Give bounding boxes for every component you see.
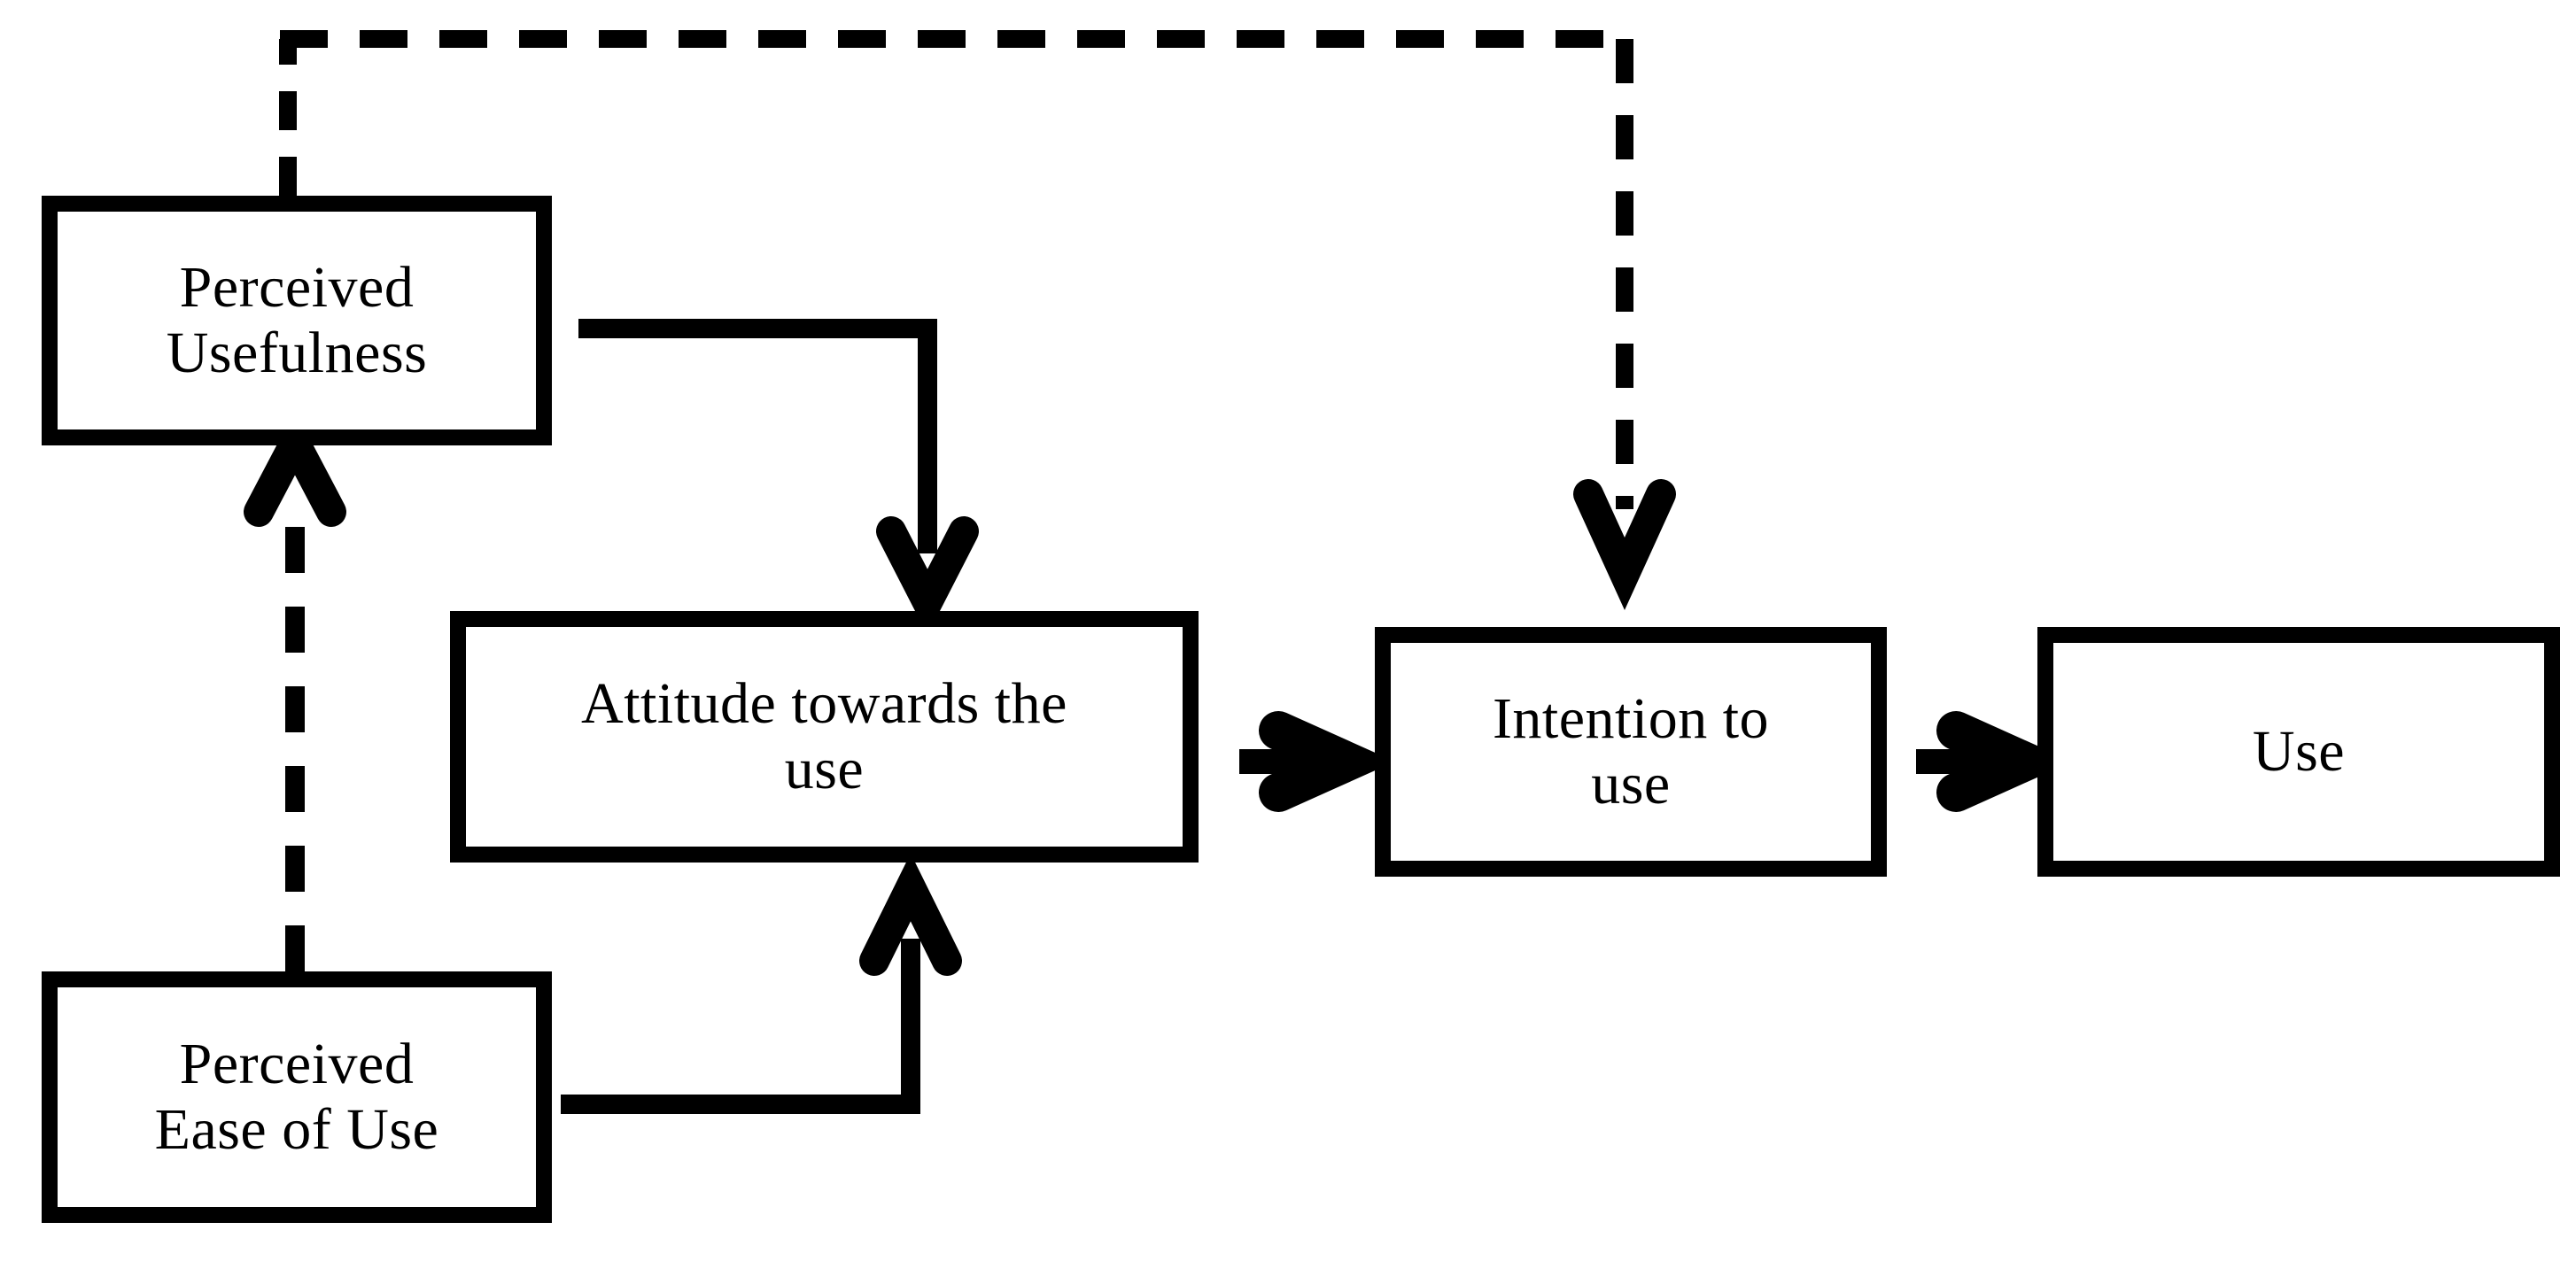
node-use[interactable]: Use: [2037, 627, 2560, 877]
arrowhead-down-dashed: [1573, 479, 1676, 611]
arrowhead-down-solid: [876, 516, 979, 636]
connector-attitude-to-intention: [1239, 711, 1395, 812]
node-attitude-towards-the-use[interactable]: Attitude towards the use: [450, 611, 1199, 863]
connector-pu-to-attitude: [578, 319, 979, 636]
connector-peou-to-attitude: [561, 853, 962, 1114]
node-label-attitude-towards-the-use: Attitude towards the use: [581, 671, 1067, 801]
connector-intention-to-use: [1916, 711, 2073, 812]
node-label-perceived-usefulness: Perceived Usefulness: [166, 255, 428, 385]
connector-peou-to-pu: [244, 410, 346, 971]
connector-pu-to-intention: [279, 30, 1676, 611]
node-perceived-usefulness[interactable]: Perceived Usefulness: [42, 196, 552, 445]
node-intention-to-use[interactable]: Intention to use: [1375, 627, 1887, 877]
arrowhead-up-solid: [859, 853, 962, 976]
node-perceived-ease-of-use[interactable]: Perceived Ease of Use: [42, 971, 552, 1223]
node-label-use: Use: [2252, 719, 2346, 785]
arrowhead-right: [1936, 711, 2073, 812]
node-label-intention-to-use: Intention to use: [1492, 686, 1770, 816]
node-label-perceived-ease-of-use: Perceived Ease of Use: [154, 1032, 439, 1162]
arrowhead-up-dashed: [244, 410, 346, 527]
arrowhead-right: [1259, 711, 1395, 812]
solid-elbow-path: [578, 319, 937, 553]
solid-elbow-path: [561, 939, 920, 1114]
